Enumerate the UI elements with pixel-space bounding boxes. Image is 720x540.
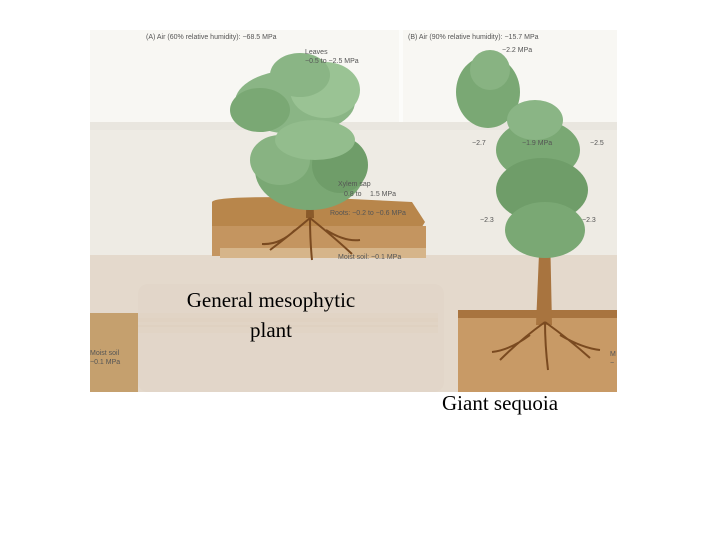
- panel-b-header: (B) Air (90% relative humidity): −15.7 M…: [408, 34, 539, 41]
- xylem-value-2: 1.5 MPa: [370, 191, 396, 198]
- xylem-value-1: 0.8 to: [344, 191, 362, 198]
- panel-b-right-value-1: −2.5: [590, 140, 604, 147]
- panel-b-top-value: −2.2 MPa: [502, 47, 532, 54]
- roots-label: Roots: −0.2 to −0.6 MPa: [330, 210, 406, 217]
- edge-soil-label-2: −0.1 MPa: [90, 359, 120, 366]
- mesophytic-plant-label: General mesophytic plant: [186, 288, 356, 342]
- water-potential-figure: (A) Air (60% relative humidity): −68.5 M…: [90, 30, 617, 392]
- panel-b-edge-label-2: −: [610, 360, 614, 367]
- panel-b-left-value-1: −2.7: [472, 140, 486, 147]
- leaves-label: Leaves: [305, 49, 328, 56]
- panel-b-mid-value: −1.9 MPa: [522, 140, 552, 147]
- moist-soil-label: Moist soil: −0.1 MPa: [338, 254, 401, 261]
- left-soil-edge: [90, 313, 138, 392]
- mesophytic-tree: [212, 53, 426, 261]
- panel-b-right-value-2: −2.3: [582, 217, 596, 224]
- leaves-value: −0.5 to −2.5 MPa: [305, 58, 359, 65]
- figure-illustration: (A) Air (60% relative humidity): −68.5 M…: [90, 30, 617, 392]
- panel-b-left-value-2: −2.3: [480, 217, 494, 224]
- panel-a-header: (A) Air (60% relative humidity): −68.5 M…: [146, 34, 277, 41]
- panel-b-edge-label-1: M: [610, 351, 616, 358]
- xylem-label: Xylem sap: [338, 181, 371, 188]
- sequoia-tree: [456, 50, 601, 371]
- giant-sequoia-label: Giant sequoia: [442, 391, 559, 415]
- edge-soil-label-1: Moist soil: [90, 350, 120, 357]
